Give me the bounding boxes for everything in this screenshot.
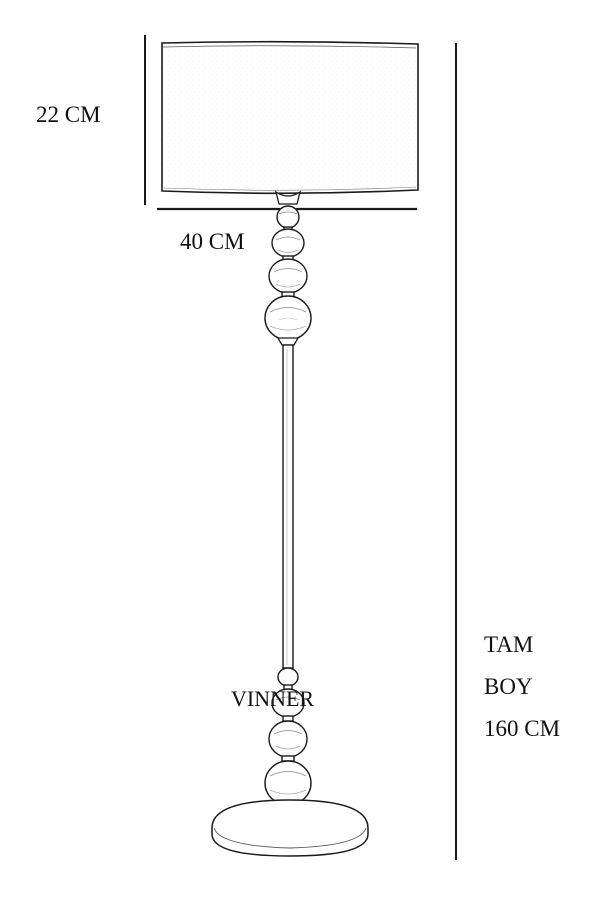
total-height-label-line-2: BOY (484, 674, 533, 699)
lamp-pole (282, 344, 294, 669)
total-height-label-line-3: 160 CM (484, 716, 561, 741)
upper-ball-stack (264, 205, 312, 341)
lower-ball-stack (264, 667, 312, 806)
shade-fitter (274, 190, 302, 205)
brand-label: VINNER (231, 686, 315, 711)
lamp-shade (161, 40, 419, 195)
upper-collar (276, 337, 300, 346)
shade-height-label: 22 CM (36, 102, 101, 127)
lamp-base (211, 799, 369, 857)
shade-width-label: 40 CM (180, 229, 245, 254)
total-height-label-line-1: TAM (484, 632, 534, 657)
